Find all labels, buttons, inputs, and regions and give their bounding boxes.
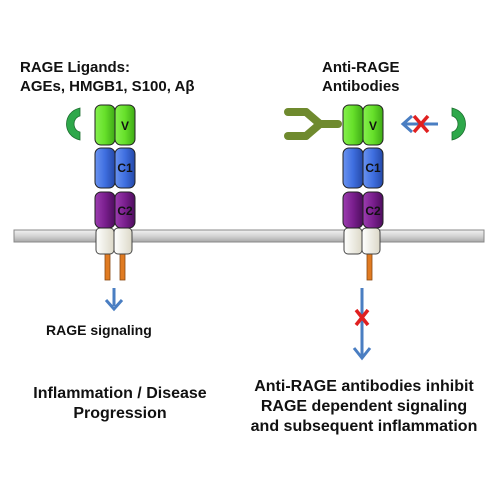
- v-domain-label: V: [121, 119, 129, 133]
- ligands-title-line1: RAGE Ligands:: [20, 59, 131, 76]
- antibody-y-icon: [284, 108, 342, 140]
- c1-domain: [342, 147, 364, 189]
- c2-domain: [114, 191, 136, 229]
- down-arrow-icon: [352, 288, 372, 361]
- right-outcome-line2: RAGE dependent signaling: [260, 398, 468, 415]
- rage-signaling-label: RAGE signaling: [46, 322, 152, 338]
- v-domain: [342, 104, 364, 146]
- c2-domain: [94, 191, 116, 229]
- v-domain: [114, 104, 136, 146]
- transmembrane-domain: [95, 227, 115, 255]
- cytoplasmic-tail: [104, 251, 111, 281]
- left-outcome-line2: Progression: [73, 405, 167, 422]
- right-rage-receptor: V C1 C2: [342, 104, 384, 281]
- c2-domain-label: C2: [365, 204, 381, 218]
- right-outcome-line1: Anti-RAGE antibodies inhibit: [254, 378, 474, 395]
- right-outcome-line3: and subsequent inflammation: [250, 418, 478, 435]
- ligands-title: RAGE Ligands: AGEs, HMGB1, S100, Aβ: [20, 58, 195, 96]
- c1-domain: [94, 147, 116, 189]
- left-outcome-text: Inflammation / Disease Progression: [10, 384, 230, 424]
- ligand-crescent-icon: [451, 107, 466, 141]
- block-x-icon: [412, 114, 430, 134]
- antibodies-title-line1: Anti-RAGE: [322, 59, 400, 76]
- left-outcome-line1: Inflammation / Disease: [33, 385, 207, 402]
- v-domain: [362, 104, 384, 146]
- transmembrane-domain: [113, 227, 133, 255]
- cytoplasmic-tail: [119, 251, 126, 281]
- right-outcome-text: Anti-RAGE antibodies inhibit RAGE depend…: [228, 377, 500, 437]
- c2-domain: [342, 191, 364, 229]
- c2-domain: [362, 191, 384, 229]
- block-x-icon: [354, 308, 370, 327]
- c1-domain-label: C1: [117, 161, 133, 175]
- antibodies-title-line2: Antibodies: [322, 78, 400, 95]
- antibodies-title: Anti-RAGE Antibodies: [322, 58, 400, 96]
- left-rage-receptor: V C1 C2: [94, 104, 136, 281]
- transmembrane-domain: [343, 227, 363, 255]
- c1-domain: [362, 147, 384, 189]
- down-arrow-icon: [104, 288, 124, 312]
- cytoplasmic-tail: [366, 251, 373, 281]
- cell-membrane: [13, 229, 485, 243]
- ligands-title-line2: AGEs, HMGB1, S100, Aβ: [20, 78, 195, 95]
- v-domain: [94, 104, 116, 146]
- c2-domain-label: C2: [117, 204, 133, 218]
- c1-domain: [114, 147, 136, 189]
- v-domain-label: V: [369, 119, 377, 133]
- transmembrane-domain: [361, 227, 381, 255]
- ligand-crescent-icon: [66, 107, 81, 141]
- c1-domain-label: C1: [365, 161, 381, 175]
